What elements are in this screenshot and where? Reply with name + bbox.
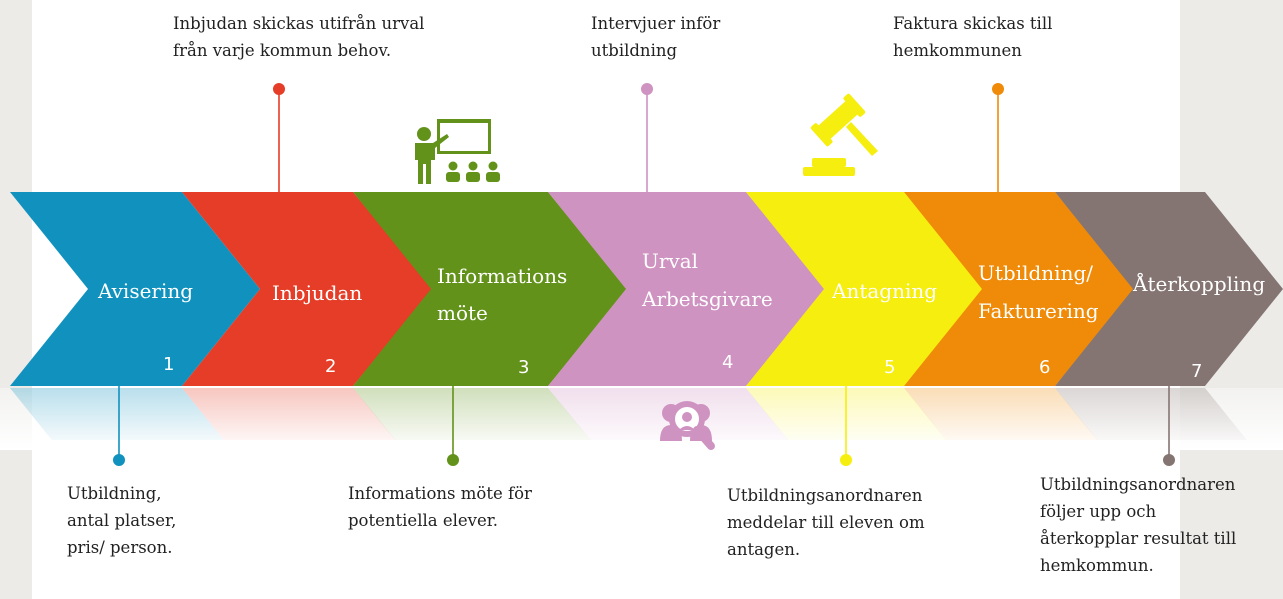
step-5-number: 5 [884,357,895,378]
step-2-label-line-1: Inbjudan [272,281,362,305]
step-5-label-line-1: Antagning [831,279,937,303]
step-3-bottom-note: Informations möte för potentiella elever… [348,484,532,530]
step-5-bottom-note: Utbildningsanordnaren meddelar till elev… [727,486,925,559]
step-3-bottom-dot [447,454,459,466]
step-4-top-dot [641,83,653,95]
step-3-number: 3 [518,357,529,378]
step-1-bottom-note: Utbildning, antal platser, pris/ person. [67,484,177,557]
step-7-bottom-dot [1163,454,1175,466]
step-5-chevron [746,192,984,386]
gavel-icon [803,93,878,176]
step-1-chevron [10,192,260,386]
step-1-number: 1 [163,354,174,375]
step-3-label-line-1: Informations [437,264,567,288]
step-6-label-line-2: Fakturering [978,299,1099,323]
step-4-number: 4 [722,352,733,373]
step-1-label-line-1: Avisering [97,279,193,303]
step-7-bottom-note: Utbildningsanordnaren följer upp och åte… [1040,475,1237,575]
step-7-number: 7 [1191,361,1202,382]
step-7-label-line-1: Återkoppling [1132,271,1265,296]
step-4-label-line-1: Urval [642,249,698,273]
step-4-label-line-2: Arbetsgivare [641,287,773,311]
step-6-top-note: Faktura skickas till hemkommunen [893,14,1053,60]
step-3-label-line-2: möte [437,301,488,325]
step-4-top-note: Intervjuer inför utbildning [591,14,721,60]
step-5-bottom-dot [840,454,852,466]
step-6-label-line-1: Utbildning/ [978,261,1093,285]
step-6-chevron [904,192,1135,386]
step-4-chevron [548,192,826,386]
step-2-top-dot [273,83,285,95]
step-2-number: 2 [325,356,336,377]
step-2-top-note: Inbjudan skickas utifrån urval från varj… [173,14,425,60]
step-3-chevron [353,192,628,386]
step-6-top-dot [992,83,1004,95]
step-1-bottom-dot [113,454,125,466]
teacher-presentation-icon [415,119,500,184]
interview-search-icon [660,401,715,450]
step-6-number: 6 [1039,357,1050,378]
step-2-chevron [182,192,433,386]
step-7-chevron [1055,192,1283,386]
